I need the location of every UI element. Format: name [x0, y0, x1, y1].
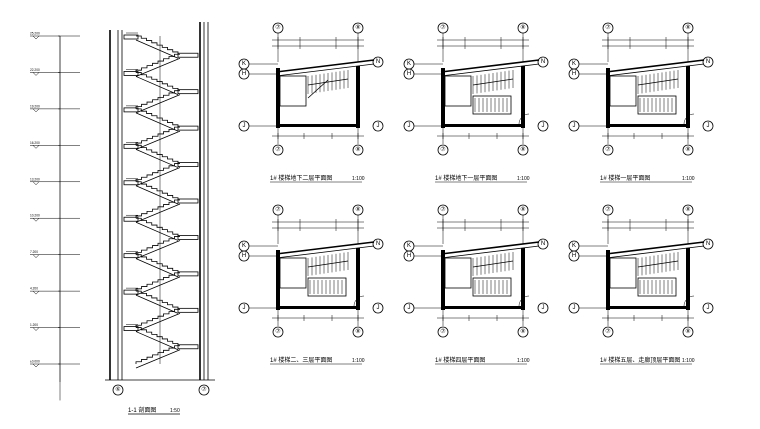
- plan-scale: 1:100: [682, 176, 695, 182]
- level-label: 19.200: [30, 104, 40, 108]
- plan-row-axis: J: [408, 123, 411, 129]
- plan-row-axis: K: [242, 61, 246, 67]
- plan-axis-left-top: ⑦: [440, 24, 445, 31]
- plan-axis-left-top: ⑦: [605, 206, 610, 213]
- plan-row-axis-right: J: [707, 123, 710, 129]
- plan-axis-left-bottom: ⑦: [440, 146, 445, 153]
- axis-6-label: ⑥: [115, 386, 120, 393]
- level-label: 22.200: [30, 68, 40, 72]
- plan-row-axis: K: [572, 243, 576, 249]
- plan-row-axis: J: [243, 305, 246, 311]
- plan-row-axis: H: [407, 253, 411, 259]
- plan-axis-right-bottom: ⑧: [520, 328, 525, 335]
- plan-axis-right-top: ⑧: [520, 24, 525, 31]
- plan-caption: 1# 楼梯地下二层平面图: [270, 174, 332, 182]
- level-label: 1.200: [30, 323, 38, 327]
- plan-axis-left-bottom: ⑦: [275, 328, 280, 335]
- plan-caption: 1# 楼梯地下一层平面图: [435, 174, 497, 182]
- plan-axis-right-bottom: ⑧: [520, 146, 525, 153]
- section-drawing: 25.200 22.200 19.200 16.200 13.200 10.200 7.20…: [30, 22, 215, 415]
- plan-axis-right-top: ⑧: [355, 206, 360, 213]
- axis-7-label: ⑦: [201, 386, 206, 393]
- plan-row-axis-right: N: [706, 59, 710, 65]
- plan-row-axis-right: J: [542, 305, 545, 311]
- section-caption: 1-1 剖面图: [128, 406, 156, 414]
- plan-row-axis: H: [242, 71, 246, 77]
- plan-axis-left-top: ⑦: [275, 24, 280, 31]
- plan-scale: 1:100: [517, 358, 530, 364]
- plan-caption: 1# 楼梯五层、走廊顶层平面图: [600, 356, 680, 364]
- plan-axis-right-top: ⑧: [685, 24, 690, 31]
- plan-4: ⑦ ⑧ KH J N J ⑦ ⑧ 1# 楼梯二、三层平面图 1:100: [238, 204, 384, 365]
- plan-row-axis-right: J: [377, 305, 380, 311]
- plan-row-axis: H: [572, 253, 576, 259]
- plan-row-axis: J: [408, 305, 411, 311]
- plan-axis-left-top: ⑦: [275, 206, 280, 213]
- plan-row-axis-right: N: [706, 241, 710, 247]
- plan-row-axis: K: [242, 243, 246, 249]
- plan-row-axis-right: N: [541, 59, 545, 65]
- plan-axis-right-top: ⑧: [685, 206, 690, 213]
- plan-row-axis-right: J: [377, 123, 380, 129]
- plan-row-axis: K: [572, 61, 576, 67]
- plan-row-axis-right: N: [376, 59, 380, 65]
- plan-row-axis: K: [407, 61, 411, 67]
- level-label: 25.200: [30, 32, 40, 36]
- plan-2: ⑦ ⑧ KH J N J ⑦ ⑧ 1# 楼梯地下一层平面图 1:100: [403, 22, 549, 183]
- plan-row-axis: K: [407, 243, 411, 249]
- axis-7-circle: [198, 384, 210, 396]
- plan-axis-left-bottom: ⑦: [440, 328, 445, 335]
- stair-flights: [123, 32, 199, 369]
- plan-row-axis: H: [407, 71, 411, 77]
- plan-caption: 1# 楼梯一层平面图: [600, 174, 650, 182]
- axis-6-circle: [112, 384, 124, 396]
- level-label: 7.200: [30, 250, 38, 254]
- plan-1: ⑦ ⑧ KH J N J ⑦ ⑧ 1# 楼梯地下二层平面图 1:100: [238, 22, 384, 183]
- plan-axis-left-bottom: ⑦: [275, 146, 280, 153]
- plan-row-axis: J: [573, 305, 576, 311]
- plan-scale: 1:100: [517, 176, 530, 182]
- level-label: 13.200: [30, 177, 40, 181]
- plan-caption: 1# 楼梯四层平面图: [435, 356, 485, 364]
- plan-axis-left-top: ⑦: [440, 206, 445, 213]
- plan-axis-right-bottom: ⑧: [355, 328, 360, 335]
- plan-axis-right-top: ⑧: [355, 24, 360, 31]
- level-label: 10.200: [30, 214, 40, 218]
- level-label: ±0.000: [30, 360, 40, 364]
- plan-axis-right-bottom: ⑧: [685, 146, 690, 153]
- level-label: 4.200: [30, 287, 38, 291]
- plan-5: ⑦ ⑧ KH J N J ⑦ ⑧ 1# 楼梯四层平面图 1:100: [403, 204, 549, 365]
- plan-row-axis: J: [243, 123, 246, 129]
- level-markers: 25.200 22.200 19.200 16.200 13.200 10.200 7.20…: [30, 32, 80, 401]
- plan-scale: 1:100: [352, 176, 365, 182]
- section-scale: 1:50: [170, 408, 180, 414]
- plan-row-axis-right: N: [376, 241, 380, 247]
- plan-row-axis: H: [572, 71, 576, 77]
- plan-scale: 1:100: [352, 358, 365, 364]
- plan-axis-left-bottom: ⑦: [605, 328, 610, 335]
- plan-3: ⑦ ⑧ KH J N J ⑦ ⑧ 1# 楼梯一层平面图 1:100: [568, 22, 714, 183]
- plan-row-axis-right: J: [542, 123, 545, 129]
- plan-axis-right-top: ⑧: [520, 206, 525, 213]
- plan-scale: 1:100: [682, 358, 695, 364]
- plan-caption: 1# 楼梯二、三层平面图: [270, 356, 332, 364]
- plan-axis-left-bottom: ⑦: [605, 146, 610, 153]
- plan-row-axis-right: N: [541, 241, 545, 247]
- level-label: 16.200: [30, 141, 40, 145]
- plan-axis-left-top: ⑦: [605, 24, 610, 31]
- plan-axis-right-bottom: ⑧: [685, 328, 690, 335]
- plan-row-axis-right: J: [707, 305, 710, 311]
- plan-axis-right-bottom: ⑧: [355, 146, 360, 153]
- plan-row-axis: J: [573, 123, 576, 129]
- plan-row-axis: H: [242, 253, 246, 259]
